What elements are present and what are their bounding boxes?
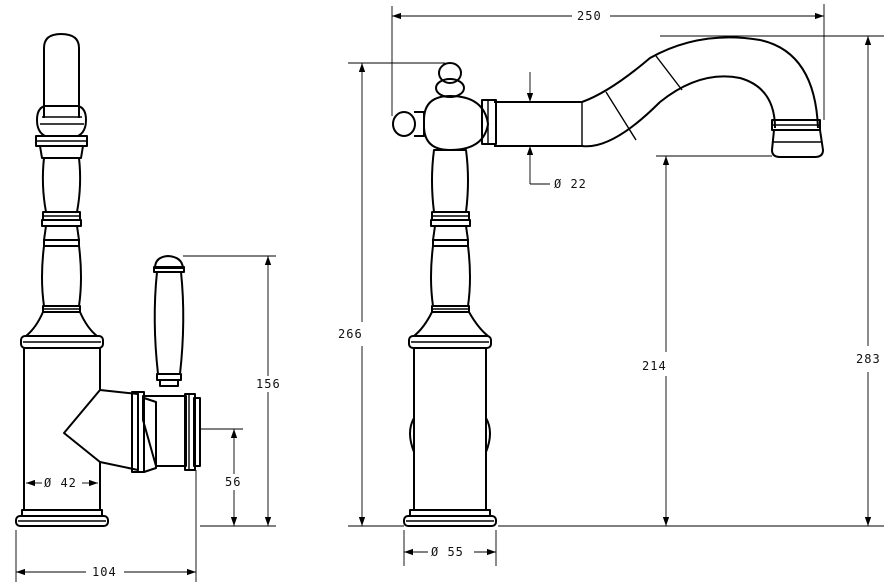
dim-reach: 250	[577, 9, 602, 23]
side-column	[408, 149, 492, 349]
dim-lever-height: 266	[338, 327, 363, 341]
front-body	[15, 348, 157, 527]
dim-overall-height: 283	[856, 352, 881, 366]
dim-body-diameter: Ø 42	[44, 476, 77, 490]
side-spout	[494, 36, 824, 158]
dim-spout-diameter: Ø 22	[554, 177, 587, 191]
front-dimensions: 156 56 Ø 42 104	[15, 255, 281, 582]
dim-spout-clearance: 214	[642, 359, 667, 373]
front-view: 156 56 Ø 42 104	[15, 33, 281, 582]
dim-handle-height: 156	[256, 377, 281, 391]
dim-base-diameter: Ø 55	[431, 545, 464, 559]
side-dimensions: 250 283 266 214 Ø 22	[338, 4, 884, 566]
side-view: 250 283 266 214 Ø 22	[338, 4, 884, 566]
front-side-lever	[142, 255, 201, 471]
dim-overall-width: 104	[92, 565, 117, 579]
front-column	[20, 157, 104, 349]
side-hub	[392, 62, 497, 151]
dim-outlet-height: 56	[225, 475, 241, 489]
side-body	[403, 347, 497, 527]
front-lever-cap	[35, 33, 88, 159]
